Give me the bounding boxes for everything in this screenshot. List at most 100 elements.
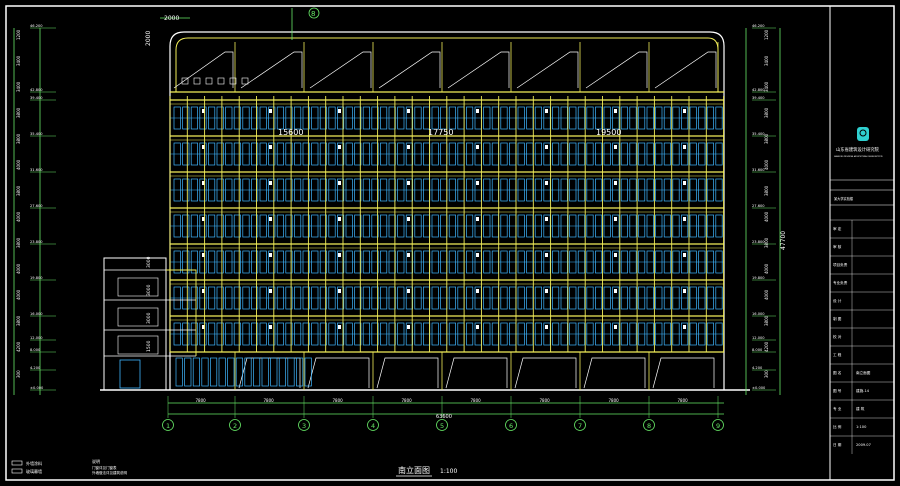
legend: 外墙涂料 玻璃幕墙 说明 门窗详见门窗表 外墙做法详见建筑说明	[11, 458, 127, 475]
axis-label: 1	[166, 422, 170, 430]
ground-sunshade	[238, 357, 301, 389]
left-elevation-label: ±0.000	[30, 386, 44, 390]
stair-dim: 3000	[146, 284, 152, 296]
roof-sunshade	[654, 51, 717, 89]
legend-item-1: 外墙涂料	[26, 460, 42, 466]
right-dim-label: 3800	[764, 185, 769, 196]
left-elevation-label: 31.600	[30, 168, 43, 172]
axis-label: 7	[578, 422, 582, 430]
title-block-value: 1:100	[856, 425, 867, 429]
logo-mark	[859, 129, 867, 137]
left-dim-label: 3800	[16, 185, 21, 196]
stair-dim: 3000	[146, 256, 152, 268]
top-dim-1: 2000	[164, 15, 179, 22]
axis-bubble	[229, 419, 241, 431]
axis-label: 6	[509, 422, 513, 430]
title-block-field: 工 程	[833, 352, 842, 357]
level-marker-label: 8	[311, 10, 315, 18]
left-elevation-label: 4.200	[30, 366, 41, 370]
title-block-field: 图 号	[833, 388, 842, 393]
left-dim-label: 4000	[16, 263, 21, 274]
overall-dim: 63600	[436, 414, 452, 420]
right-elevation-label: 23.800	[752, 240, 765, 244]
bay-dim: 7800	[196, 398, 207, 403]
axis-bubble	[643, 419, 655, 431]
ground-sunshade	[583, 357, 646, 389]
roof-sunshade	[240, 51, 303, 89]
floor-band	[170, 243, 724, 274]
right-dim-label: 3800	[764, 237, 769, 248]
left-dim-label: 3800	[16, 133, 21, 144]
right-elevation-label: 16.000	[752, 312, 765, 316]
right-elevation-label: 8.000	[752, 348, 763, 352]
right-elevation-label: 19.800	[752, 276, 765, 280]
axis-bubble	[436, 419, 448, 431]
ground-sunshade	[376, 357, 439, 389]
stair-dim: 3000	[146, 312, 152, 324]
left-elevation-label: 46.200	[30, 24, 43, 28]
right-dim-label: 300	[764, 370, 769, 378]
left-elevation-label: 39.400	[30, 96, 43, 100]
right-dim-label: 3400	[764, 55, 769, 66]
left-dim-label: 1200	[16, 29, 21, 40]
title-block-value: 建 筑	[856, 406, 865, 411]
right-dim-label: 3800	[764, 315, 769, 326]
bay-dim: 7800	[471, 398, 482, 403]
right-overall-dim: 47700	[780, 231, 787, 250]
building-outline	[169, 31, 725, 390]
drawing-scale: 1:100	[440, 468, 457, 475]
ground-sunshade	[514, 357, 577, 389]
left-elevation-label: 23.800	[30, 240, 43, 244]
axis-bubble	[505, 419, 517, 431]
company-logo	[857, 127, 869, 141]
ground-sunshade	[307, 357, 370, 389]
right-elevation-label: 39.400	[752, 96, 765, 100]
bay-label-1: 15600	[278, 128, 303, 137]
left-elevation-label: 19.800	[30, 276, 43, 280]
left-dim-label: 3400	[16, 55, 21, 66]
left-dim-label: 3400	[16, 81, 21, 92]
left-dim-label: 4000	[16, 159, 21, 170]
parapet-inner	[175, 37, 719, 92]
legend-item-2: 玻璃幕墙	[26, 468, 42, 474]
left-elevation-label: 27.600	[30, 204, 43, 208]
title-block-field: 制 图	[833, 316, 842, 321]
bay-label-3: 19500	[596, 128, 621, 137]
company-name: 山东省建筑设计研究院	[836, 146, 880, 153]
title-block-field: 项目负责	[833, 262, 848, 267]
stair-annex: 3000 3000 3000 1500	[103, 256, 197, 391]
right-dim-label: 1200	[764, 29, 769, 40]
axis-label: 9	[716, 422, 720, 430]
title-block-value: 南立面图	[856, 370, 871, 375]
title-block-field: 比 例	[833, 424, 842, 429]
drawing-title: 南立面图	[398, 465, 430, 475]
roof-sunshade	[173, 51, 234, 89]
axis-label: 4	[371, 422, 375, 430]
left-elevation-label: 16.000	[30, 312, 43, 316]
left-dim-label: 3800	[16, 107, 21, 118]
left-dim-label: 4000	[16, 211, 21, 222]
right-dim-label: 3400	[764, 81, 769, 92]
bay-dim: 7800	[264, 398, 275, 403]
note-2: 外墙做法详见建筑说明	[92, 470, 127, 475]
bay-dim: 7800	[540, 398, 551, 403]
right-dim-label: 3800	[764, 107, 769, 118]
right-elevation-label: 35.400	[752, 132, 765, 136]
left-dim-label: 4000	[16, 289, 21, 300]
right-dim-label: 4000	[764, 289, 769, 300]
notes-title: 说明	[92, 458, 100, 464]
stair-dim: 1500	[146, 340, 152, 352]
bay-dim: 7800	[609, 398, 620, 403]
dimension-lines	[13, 8, 781, 415]
title-block-field: 图 名	[833, 370, 842, 375]
left-elevation-label: 12.000	[30, 336, 43, 340]
right-dim-label: 4000	[764, 211, 769, 222]
ground-sunshade	[445, 357, 508, 389]
axis-bubble	[298, 419, 310, 431]
right-dim-label: 4000	[764, 263, 769, 274]
right-dim-label: 4000	[764, 159, 769, 170]
title-block-field: 审 核	[833, 244, 842, 249]
axis-label: 5	[440, 422, 444, 430]
note-1: 门窗详见门窗表	[92, 465, 117, 470]
